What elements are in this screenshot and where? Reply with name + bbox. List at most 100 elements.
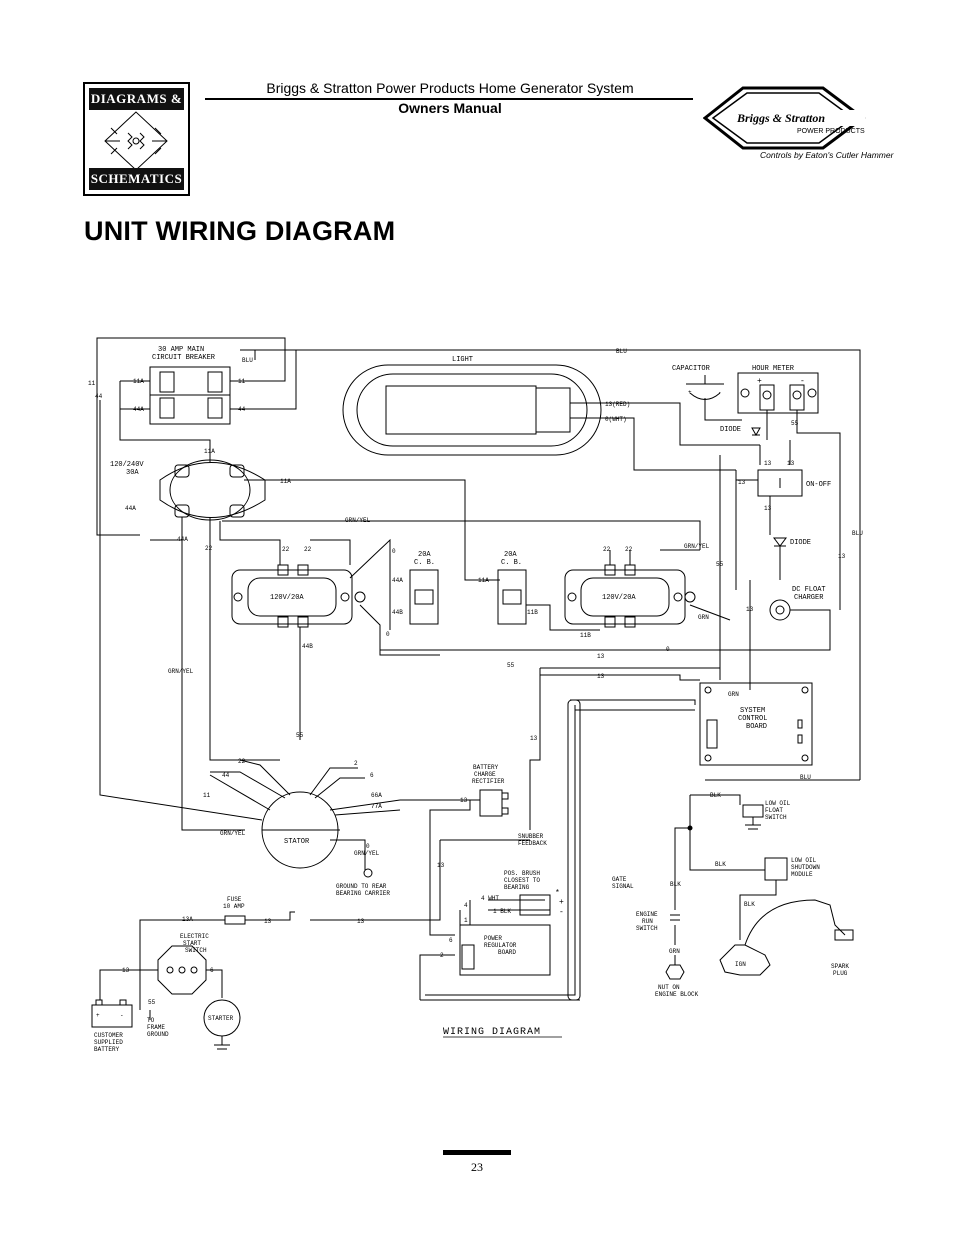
wire-grn-1: GRN <box>698 614 709 621</box>
wire-blu-1: BLU <box>242 357 253 364</box>
wire-13-d: 13 <box>764 505 772 512</box>
label-spark-2: PLUG <box>833 970 848 977</box>
wire-55-b: 55 <box>716 561 724 568</box>
receptacle-left <box>231 569 353 625</box>
receptacle-30a <box>159 462 266 518</box>
label-main-breaker-2: CIRCUIT BREAKER <box>152 354 216 362</box>
label-cb-left-1: 20A <box>418 551 431 559</box>
wire-44b-a: 44B <box>392 609 403 616</box>
power-regulator-board <box>459 924 551 976</box>
label-rect-1: BATTERY <box>473 764 499 771</box>
wire-0-d: 0 <box>366 843 370 850</box>
label-main-breaker-1: 30 AMP MAIN <box>158 346 204 354</box>
label-fuse-2: 10 AMP <box>223 903 245 910</box>
wire-11a-a: 11A <box>133 378 144 385</box>
wire-13-l: 13 <box>264 918 272 925</box>
wire-grn-2: GRN <box>728 691 739 698</box>
system-control-board <box>699 682 813 766</box>
wire-44-b: 44 <box>238 406 246 413</box>
label-start-switch-1: ELECTRIC <box>180 933 209 940</box>
label-ground-rear-2: BEARING CARRIER <box>336 890 390 897</box>
wire-13-i: 13 <box>530 735 538 742</box>
header-rule <box>205 98 693 100</box>
label-dc-float-2: CHARGER <box>794 594 824 602</box>
wire-55-a: 55 <box>791 420 799 427</box>
label-prb-3: BOARD <box>498 949 516 956</box>
wire-22-a: 22 <box>205 545 213 552</box>
ignition-coil <box>719 944 771 976</box>
wire-44b-b: 44B <box>302 643 313 650</box>
wire-0-b: 0 <box>386 631 390 638</box>
label-on-off: ON-OFF <box>806 481 831 489</box>
label-30a-recep-2: 30A <box>126 469 139 477</box>
wire-44a-b: 44A <box>125 505 136 512</box>
wire-11b-a: 11B <box>527 609 538 616</box>
label-ground-rear-1: GROUND TO REAR <box>336 883 387 890</box>
wire-blk-2: BLK <box>715 861 726 868</box>
label-30a-recep-1: 120/240V <box>110 461 144 469</box>
label-nut-1: NUT ON <box>658 984 680 991</box>
label-scb-3: BOARD <box>746 723 767 731</box>
label-battery-3: BATTERY <box>94 1046 120 1053</box>
wire-13-e: 13 <box>746 606 754 613</box>
meter-plus: + <box>757 377 762 386</box>
wire-55-e: 55 <box>148 999 156 1006</box>
wire-2-a: 2 <box>354 760 358 767</box>
wire-2-b: 2 <box>440 952 444 959</box>
label-engine-run-3: SWITCH <box>636 925 658 932</box>
label-snubber-1: SNUBBER <box>518 833 544 840</box>
label-scb-2: CONTROL <box>738 715 767 723</box>
wire-22-d: 22 <box>603 546 611 553</box>
wire-plus: + <box>559 898 564 907</box>
label-starter: STARTER <box>208 1015 234 1022</box>
label-low-oil-float-1: LOW OIL <box>765 800 791 807</box>
wire-13-n: 13 <box>122 967 130 974</box>
logo-top-text: DIAGRAMS & <box>89 88 184 110</box>
hour-meter <box>737 372 819 414</box>
label-prb-1: POWER <box>484 935 502 942</box>
label-stator: STATOR <box>284 838 310 846</box>
wire-16: 6 <box>210 967 214 974</box>
label-battery-1: CUSTOMER <box>94 1032 123 1039</box>
cb-right <box>497 569 527 625</box>
wire-4wht: 4 WHT <box>481 895 499 902</box>
label-gate-1: GATE <box>612 876 627 883</box>
wire-13-c: 13 <box>738 479 746 486</box>
dc-float-charger <box>769 599 791 621</box>
wire-44-c: 44 <box>222 772 230 779</box>
diagram-caption: WIRING DIAGRAM <box>443 1027 541 1038</box>
wire-0-c: 0 <box>666 646 670 653</box>
label-start-switch-3: SWITCH <box>185 947 207 954</box>
wire-6-a: 6 <box>370 772 374 779</box>
cap-plus: + <box>688 389 692 396</box>
label-diode-1: DIODE <box>720 426 741 434</box>
wire-13-f: 13 <box>838 553 846 560</box>
light-fixture <box>342 364 602 456</box>
wire-grn-yel-3: GRN/YEL <box>168 668 194 675</box>
wire-13-j: 13 <box>460 797 468 804</box>
wire-11b-b: 11B <box>580 632 591 639</box>
wire-4: 4 <box>464 902 468 909</box>
label-rect-3: RECTIFIER <box>472 778 505 785</box>
bat-plus: + <box>96 1012 100 1019</box>
wire-13-a: 13 <box>764 460 772 467</box>
wire-grn-yel-1: GRN/YEL <box>345 517 371 524</box>
bat-minus: - <box>120 1012 124 1019</box>
wire-13-b: 13 <box>787 460 795 467</box>
label-battery-2: SUPPLIED <box>94 1039 123 1046</box>
cb-left <box>409 569 439 625</box>
wire-11a-d: 11A <box>478 577 489 584</box>
wire-13-h: 13 <box>597 673 605 680</box>
document-subtitle: Owners Manual <box>398 100 502 116</box>
label-engine-run-2: RUN <box>642 918 653 925</box>
label-gate-2: SIGNAL <box>612 883 634 890</box>
label-hour-meter: HOUR METER <box>752 365 795 373</box>
wire-13-g: 13 <box>597 653 605 660</box>
wire-13red: 13(RED) <box>605 401 630 408</box>
brand-tagline: POWER PRODUCTS <box>797 128 865 135</box>
wire-6-b: 6 <box>449 937 453 944</box>
low-oil-shutdown-module <box>764 857 788 881</box>
label-pos-brush-3: BEARING <box>504 884 530 891</box>
wire-grn-yel-4: GRN/YEL <box>220 830 246 837</box>
